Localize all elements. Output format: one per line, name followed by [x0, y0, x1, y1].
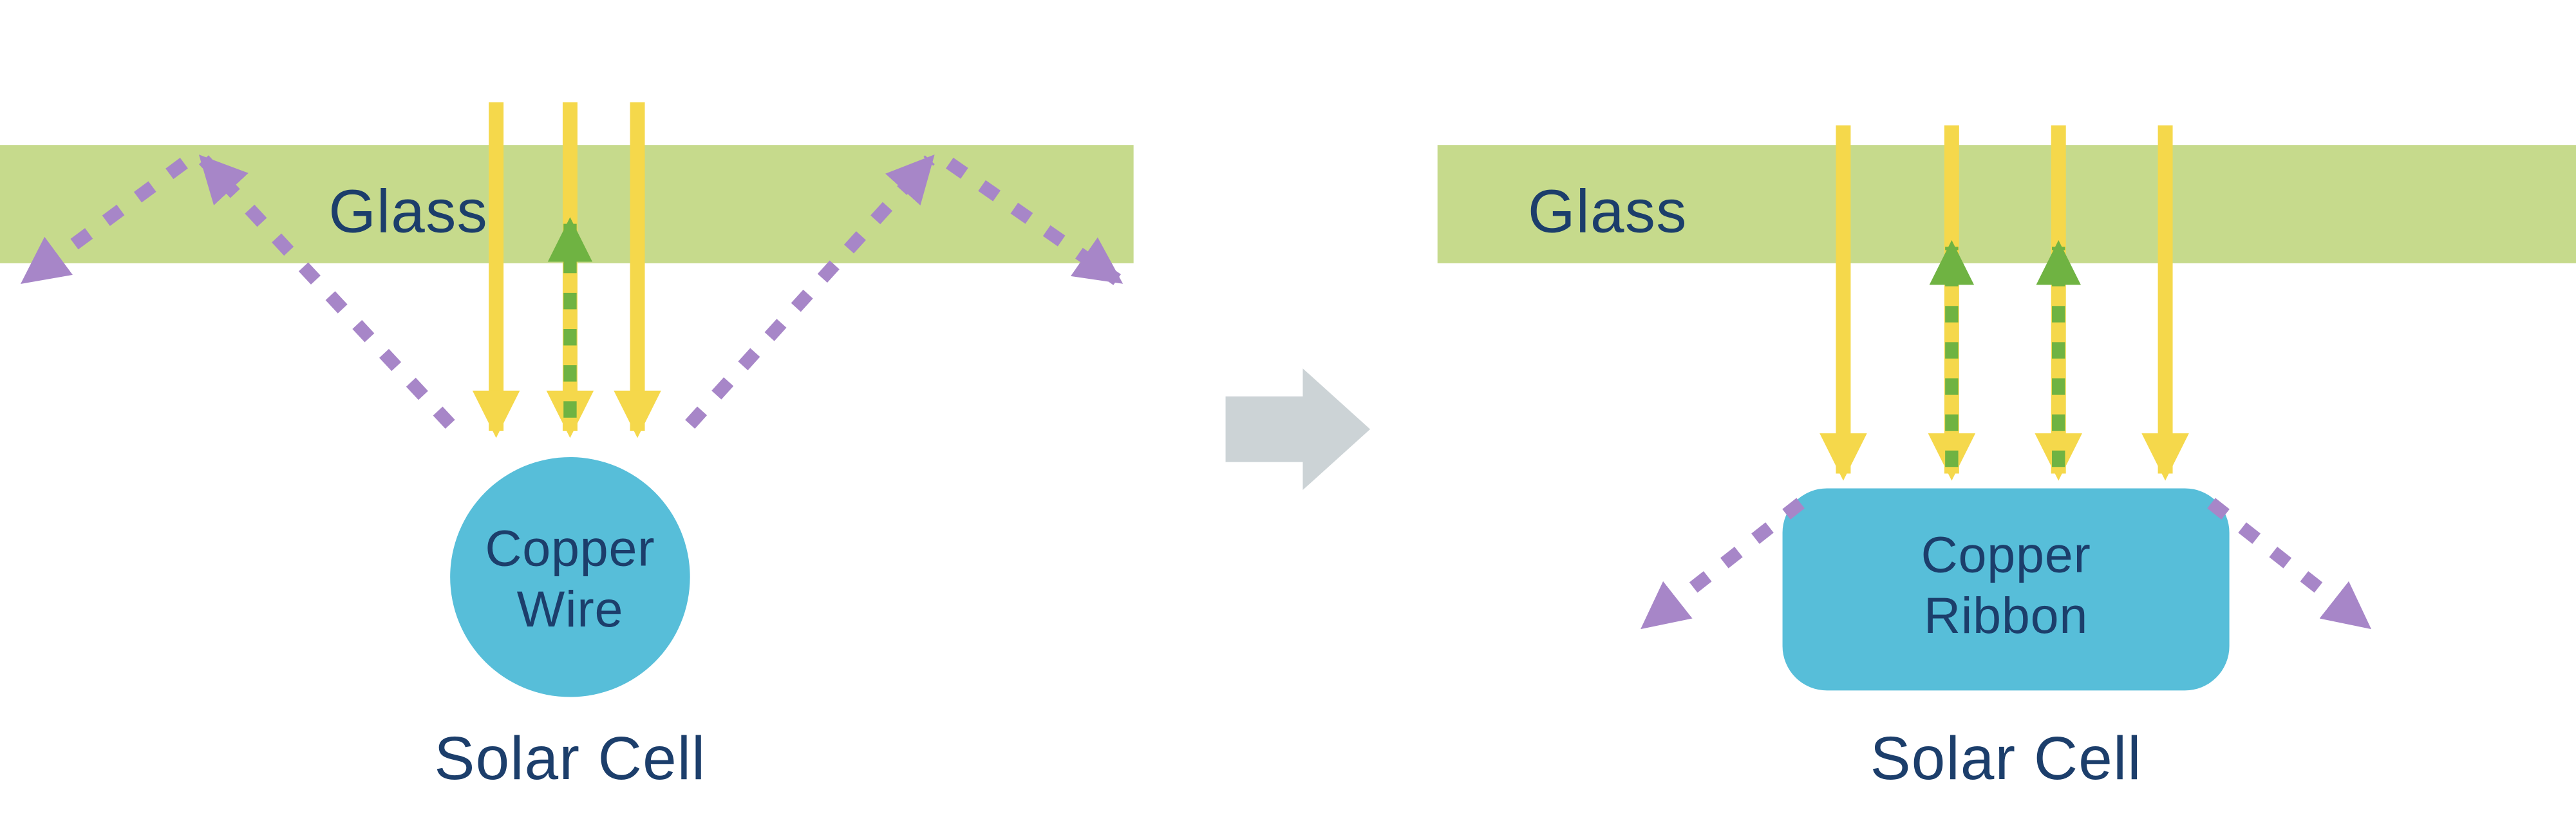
glass-label: Glass	[1528, 178, 1688, 245]
scattered-light-right	[685, 154, 1123, 429]
scattered-light-left	[20, 155, 455, 429]
glass-layer	[1437, 145, 2576, 263]
scattered-ray-out-icon	[946, 157, 1123, 285]
reflected-light-arrows	[1929, 240, 2081, 467]
panel-copper-wire: Copper Wire Glass Solar Cell	[0, 102, 1134, 793]
panel-copper-ribbon: Copper Ribbon Glass Solar Cell	[1437, 125, 2576, 793]
scattered-ray-out-icon	[2207, 498, 2372, 630]
conductor-label-line1: Copper	[1921, 526, 2091, 583]
conductor-label-line1: Copper	[485, 519, 655, 576]
scattered-ray-out-icon	[1641, 498, 1805, 630]
solar-cell-label: Solar Cell	[434, 725, 706, 793]
conductor-label-line2: Wire	[517, 580, 624, 637]
copper-ribbon-shape	[1782, 488, 2230, 691]
solar-cell-label: Solar Cell	[1870, 725, 2142, 793]
scattered-light	[1641, 498, 2372, 630]
conductor-label-line2: Ribbon	[1924, 587, 2088, 644]
glass-label: Glass	[328, 178, 488, 245]
before-after-arrow-icon	[1225, 368, 1371, 491]
copper-wire-shape	[450, 457, 690, 697]
scattered-ray-out-icon	[20, 158, 188, 285]
